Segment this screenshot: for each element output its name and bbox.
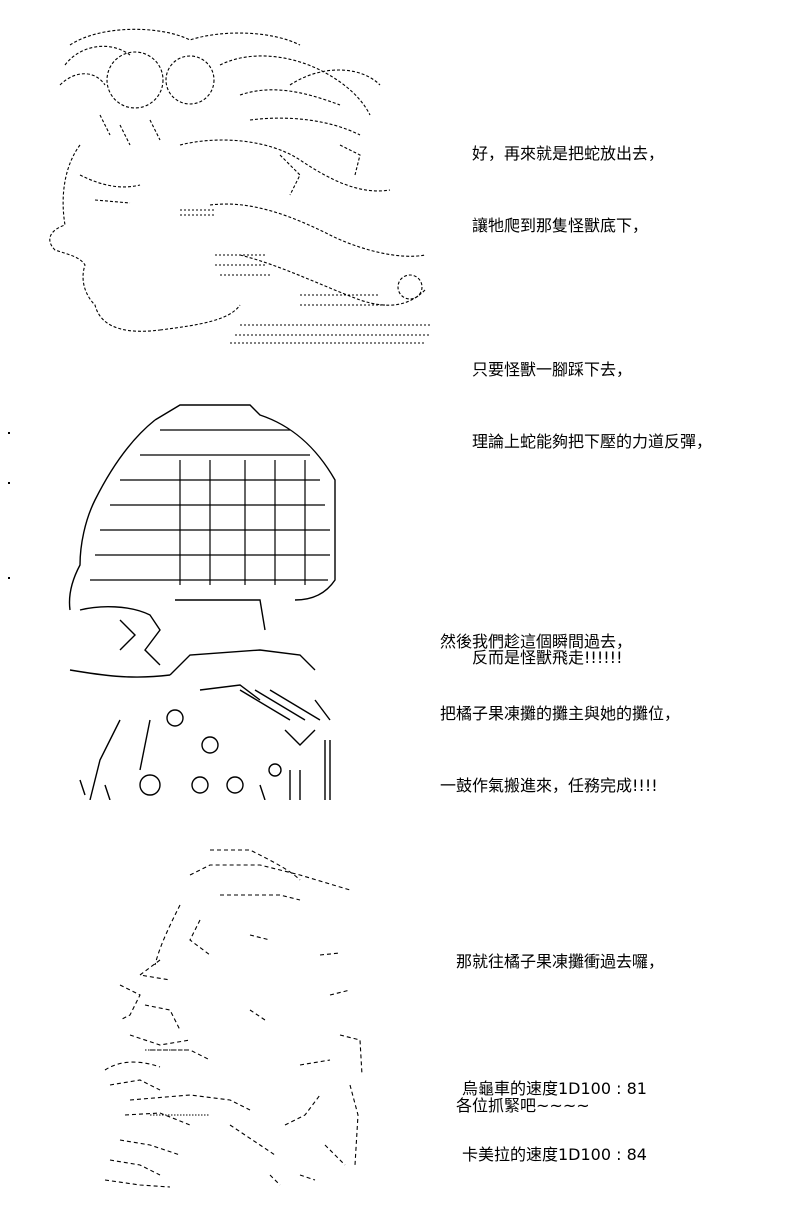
panel-race: 那就往橘子果凍攤衝過去囉， 各位抓緊吧~~~~ 烏龜車的速度1D100 : 81…	[0, 820, 800, 1200]
caption-line: 好，再來就是把蛇放出去，	[472, 144, 665, 163]
caption-race: 那就往橘子果凍攤衝過去囉， 各位抓緊吧~~~~	[456, 902, 664, 1166]
caption-line: 一鼓作氣搬進來，任務完成!!!!	[440, 776, 658, 795]
dice-roll-results: 烏龜車的速度1D100 : 81 卡美拉的速度1D100 : 84	[462, 1034, 647, 1210]
caption-line: 那就往橘子果凍攤衝過去囉，	[456, 952, 665, 971]
margin-dot	[8, 577, 10, 579]
caption-line: 理論上蛇能夠把下壓的力道反彈，	[472, 432, 713, 451]
ascii-art-riding-character	[100, 845, 370, 1190]
caption-line: 然後我們趁這個瞬間過去，	[440, 632, 633, 651]
caption-spacer	[472, 286, 712, 310]
caption-line: 讓牠爬到那隻怪獸底下，	[472, 216, 649, 235]
margin-dot	[8, 482, 10, 484]
caption-line: 各位抓緊吧~~~~	[456, 1096, 590, 1115]
caption-line: 把橘子果凍攤的攤主與她的攤位，	[440, 704, 681, 723]
caption-snake-plan: 好，再來就是把蛇放出去， 讓牠爬到那隻怪獸底下， 只要怪獸一腳踩下去， 理論上蛇…	[472, 94, 712, 718]
caption-line: 只要怪獸一腳踩下去，	[472, 360, 633, 379]
ascii-art-character-with-snake	[40, 25, 440, 350]
caption-line: 反而是怪獸飛走!!!!!!	[472, 648, 623, 667]
caption-move-stall: 然後我們趁這個瞬間過去， 把橘子果凍攤的攤主與她的攤位， 一鼓作氣搬進來，任務完…	[440, 582, 680, 846]
panel-snake-plan: 好，再來就是把蛇放出去， 讓牠爬到那隻怪獸底下， 只要怪獸一腳踩下去， 理論上蛇…	[0, 0, 800, 667]
dice-roll-gamera: 卡美拉的速度1D100 : 84	[462, 1145, 647, 1164]
ascii-art-character-helmet	[60, 400, 350, 800]
margin-dot	[8, 432, 10, 434]
panel-move-stall-plan: 然後我們趁這個瞬間過去， 把橘子果凍攤的攤主與她的攤位， 一鼓作氣搬進來，任務完…	[0, 370, 800, 820]
dice-roll-turtle-car: 烏龜車的速度1D100 : 81	[462, 1079, 647, 1098]
